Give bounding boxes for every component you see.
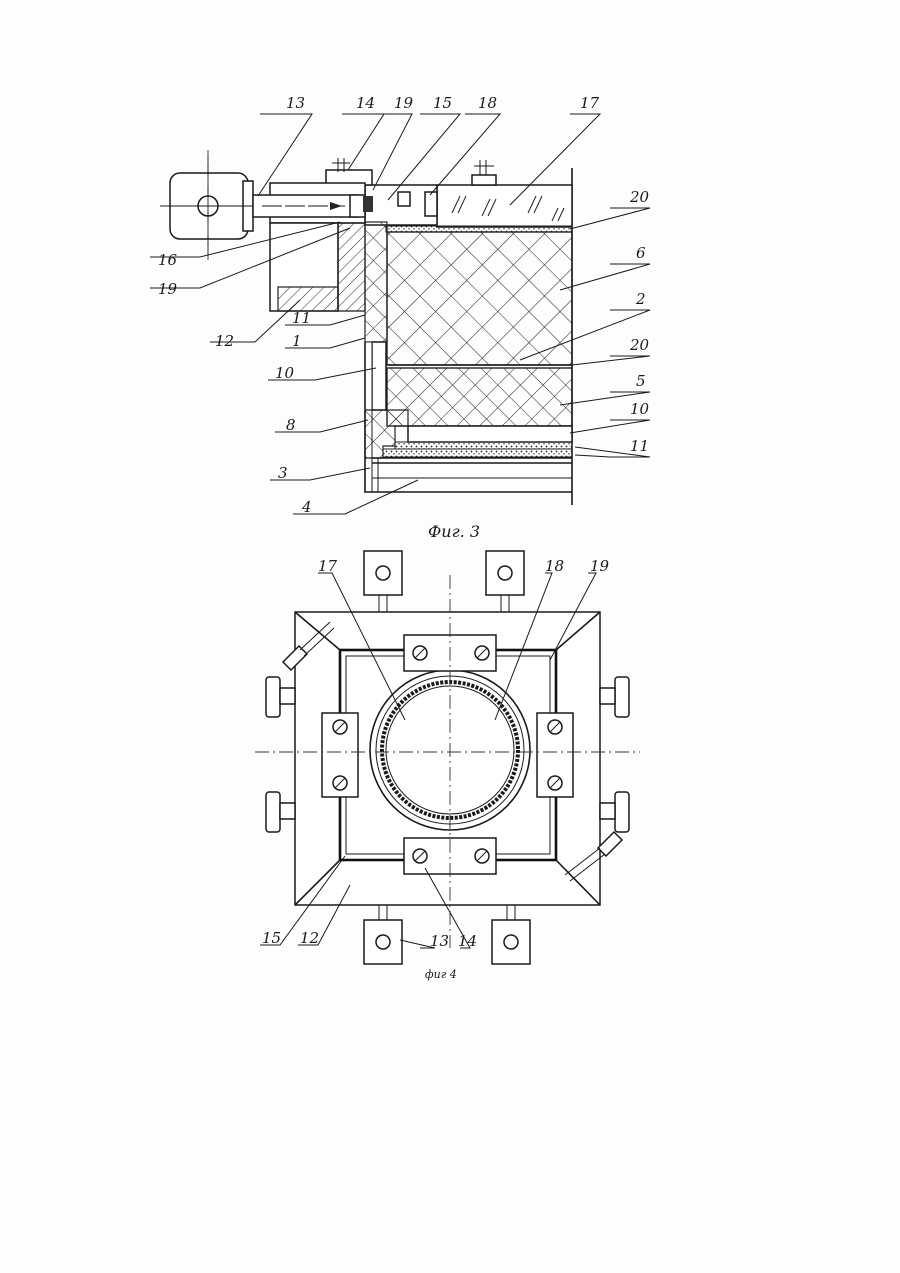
label-13-fig4: 13 (430, 932, 449, 950)
label-18-fig4: 18 (545, 557, 564, 575)
label-10-right: 10 (630, 400, 650, 418)
figure-4-top-view (255, 551, 640, 964)
label-20-top: 20 (629, 188, 650, 206)
label-14: 14 (356, 94, 375, 112)
label-12-fig4: 12 (300, 929, 319, 947)
label-16: 16 (158, 251, 178, 269)
sensor-box-top-right (486, 551, 524, 612)
label-13: 13 (286, 94, 305, 112)
figure-3-caption: Фиг. 3 (428, 522, 480, 541)
figure-4-caption: фиг 4 (425, 968, 457, 981)
sensor-box-bottom-right (492, 905, 530, 964)
label-18: 18 (478, 94, 497, 112)
label-8: 8 (286, 416, 296, 434)
sensor-box-top-left (364, 551, 402, 612)
label-3: 3 (278, 464, 288, 482)
label-14-fig4: 14 (458, 932, 477, 950)
label-6: 6 (636, 244, 646, 262)
label-19-fig4: 19 (590, 557, 610, 575)
label-10-left: 10 (275, 364, 295, 382)
label-11-right: 11 (630, 437, 649, 455)
figure-3-section-view (150, 114, 650, 514)
label-17-fig4: 17 (318, 557, 338, 575)
label-15-fig4: 15 (262, 929, 281, 947)
label-19: 19 (394, 94, 414, 112)
label-4: 4 (301, 498, 312, 516)
label-20-mid: 20 (629, 336, 650, 354)
label-17: 17 (580, 94, 600, 112)
sensor-box-bottom-left (364, 905, 402, 964)
label-1: 1 (292, 332, 302, 350)
label-2: 2 (635, 290, 646, 308)
clamp-plate-left (322, 713, 358, 797)
label-15: 15 (433, 94, 452, 112)
label-11-left: 11 (292, 309, 311, 327)
clamp-plate-right (537, 713, 573, 797)
label-5: 5 (636, 372, 646, 390)
label-12: 12 (215, 332, 234, 350)
label-19-left: 19 (158, 280, 178, 298)
